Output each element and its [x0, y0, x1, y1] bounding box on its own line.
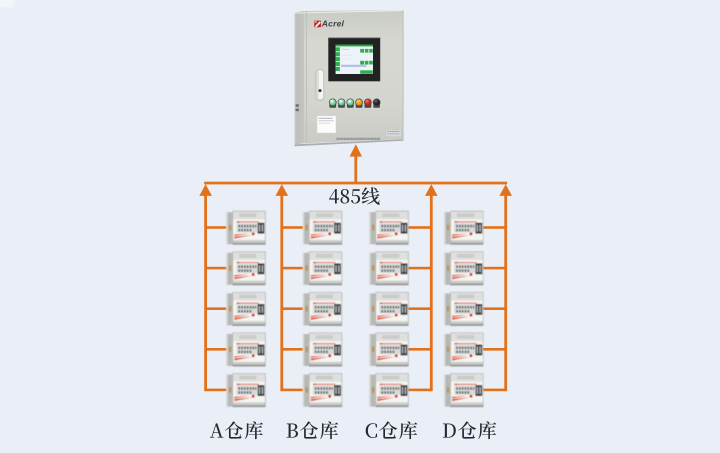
- svg-text:Acrel: Acrel: [321, 19, 345, 29]
